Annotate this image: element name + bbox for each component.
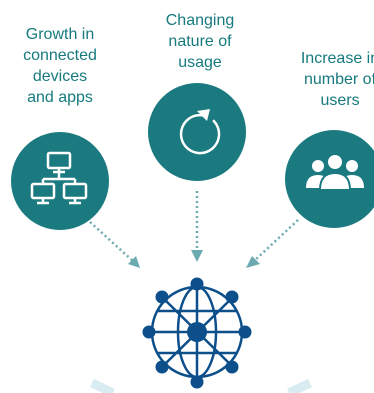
bottom-connector-right bbox=[287, 378, 312, 393]
arrow-devices-to-hub bbox=[89, 221, 140, 268]
factor-label-usage: Changing nature of usage bbox=[165, 12, 235, 71]
bottom-connector-left bbox=[90, 378, 115, 393]
factor-label-users: Increase in number of users bbox=[300, 50, 374, 109]
factor-circle-devices bbox=[11, 132, 109, 230]
factor-label-devices: Growth in connected devices and apps bbox=[23, 26, 97, 106]
arrow-usage-to-hub bbox=[191, 191, 203, 262]
arrow-users-to-hub bbox=[246, 219, 299, 268]
globe-network-icon bbox=[142, 277, 252, 389]
refresh-cycle-icon bbox=[179, 109, 221, 155]
users-group-icon bbox=[306, 153, 364, 191]
network-computers-icon bbox=[30, 151, 88, 205]
factor-circle-usage bbox=[148, 83, 246, 181]
